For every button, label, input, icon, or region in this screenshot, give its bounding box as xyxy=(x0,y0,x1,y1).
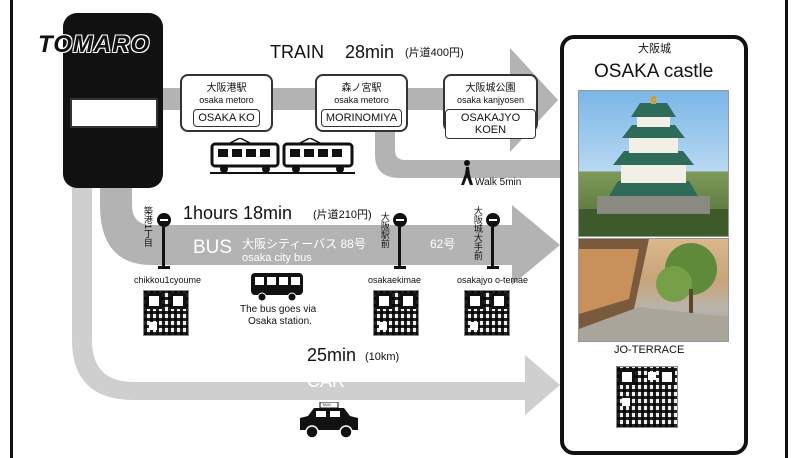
qr-code-icon xyxy=(143,290,189,336)
station-name-label: OSAKAJYO KOEN xyxy=(445,109,536,139)
station-line-label: osaka kanjyosen xyxy=(456,95,525,105)
castle-photo xyxy=(578,90,729,237)
station-name-label: MORINOMIYA xyxy=(317,109,406,127)
station-jp-label: 大阪港駅 xyxy=(206,83,247,94)
train-mode-label: TRAIN xyxy=(270,42,324,62)
frame-border-right xyxy=(785,0,788,458)
taxi-icon xyxy=(300,402,358,439)
bus-stop-jp-label: 大阪駅前 xyxy=(379,212,390,248)
station-morinomiya: 森ノ宮駅 osaka metoro MORINOMIYA xyxy=(315,74,408,132)
hotel-sign xyxy=(70,98,158,128)
bus-stop-base xyxy=(158,266,170,269)
bus-icon xyxy=(251,273,303,302)
bus-fare: (片道210円) xyxy=(313,209,372,221)
train-fare: (片道400円) xyxy=(405,47,464,59)
car-time: 25min xyxy=(307,345,357,365)
station-osakajyo-koen: 大阪城公園 osaka kanjyosen OSAKAJYO KOEN xyxy=(443,74,538,139)
station-jp-label: 大阪城公園 xyxy=(465,83,516,94)
train-time: 28min xyxy=(345,42,395,62)
frame-border-left xyxy=(10,0,13,458)
bus-note-line1: The bus goes via xyxy=(240,304,317,315)
hotel-name: TOMARO xyxy=(38,31,151,58)
walk-time: Walk 5min xyxy=(475,177,522,188)
destination-jp: 大阪城 xyxy=(638,43,671,55)
car-distance: (10km) xyxy=(365,351,400,363)
bus-stop-pole xyxy=(162,227,165,267)
bus-stop-pole xyxy=(491,227,494,267)
walking-person-icon xyxy=(461,160,473,185)
qr-code-icon xyxy=(464,290,510,336)
bus-operator-en: osaka city bus xyxy=(242,252,312,264)
bus-stop-name: osakajyo o-temae xyxy=(457,275,529,285)
bus-stop-name: chikkou1cyoume xyxy=(134,275,202,285)
car-mode-label: CAR xyxy=(307,371,346,391)
bus-stop-name: osakaekimae xyxy=(368,275,422,285)
bus-stop-pole xyxy=(398,227,401,267)
bus-route-arrow xyxy=(100,170,560,285)
train-icon xyxy=(210,138,355,174)
terrace-photo xyxy=(578,238,729,342)
station-osaka-ko: 大阪港駅 osaka metoro OSAKA KO xyxy=(180,74,273,132)
destination-name: OSAKA castle xyxy=(594,61,714,82)
bus-stop-jp-label: 大阪城大手前 xyxy=(472,206,483,260)
bus-note-line2: Osaka station. xyxy=(248,316,312,327)
bus-stop-jp-label: 築港1丁目 xyxy=(142,206,153,248)
car-route-arrow xyxy=(72,150,560,415)
bus-stop-base xyxy=(487,266,499,269)
bus-stop-base xyxy=(394,266,406,269)
bus-operator-jp: 大阪シティーバス 88号 xyxy=(242,237,366,251)
bus-stop-icon xyxy=(157,213,171,227)
qr-code-icon xyxy=(373,290,419,336)
bus-route2-label: 62号 xyxy=(430,237,456,251)
station-name-label: OSAKA KO xyxy=(182,109,271,127)
station-line-label: osaka metoro xyxy=(334,95,389,105)
bus-time: 1hours 18min xyxy=(183,203,293,223)
bus-mode-label: BUS xyxy=(193,237,233,258)
walk-route-arrow xyxy=(375,110,560,178)
station-jp-label: 森ノ宮駅 xyxy=(341,83,382,94)
terrace-label: JO-TERRACE xyxy=(614,344,685,356)
taxi-sign-label: TAXI xyxy=(322,402,331,407)
bus-stop-icon xyxy=(393,213,407,227)
qr-code-icon xyxy=(616,366,678,428)
station-line-label: osaka metoro xyxy=(199,95,254,105)
bus-stop-icon xyxy=(486,213,500,227)
